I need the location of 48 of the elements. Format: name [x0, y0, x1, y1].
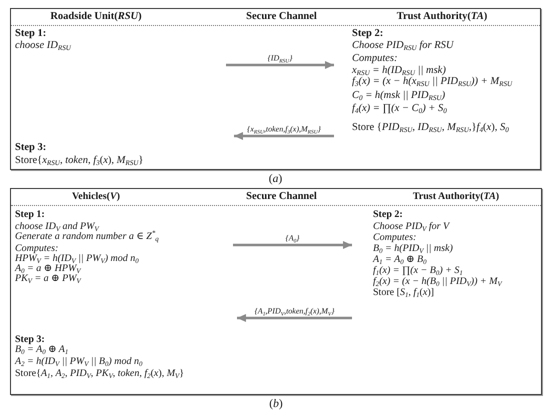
formula: A$_{2}$ = h(ID$_{V}$ || PW$_{V}$ || B$_{0}$) mod n$_{0}$ [15, 356, 142, 366]
formula: f$_{3}$(x) = (x − h(x$_{RSU}$ || PID$_{RSU}$)) + M$_{RSU}$ [352, 76, 512, 88]
formula: f$_{1}$(x) = ∏(x − B$_{0}$) + S$_{1}$ [373, 264, 463, 276]
step-text: Choose PID$_{V}$ for V [373, 220, 450, 232]
formula: C$_{0}$ = h(msk || PID$_{RSU}$) [352, 90, 446, 102]
store-statement: Store{A$_{1}$, A$_{2}$, PID$_{V}$, PK$_{V}$, token, f$_{2}$(x), M$_{V}$} [15, 368, 184, 378]
figure-caption: (a) [268, 173, 282, 185]
column-heading: Secure Channel [245, 11, 318, 23]
edge-label: {x$_{RSU}$,token,f$_{3}$(x),M$_{RSU}$} [246, 126, 322, 134]
edge-label: {A$_{0}$} [284, 234, 300, 243]
step-heading: Step 2: [352, 28, 384, 40]
column-heading: Roadside Unit(RSU) [49, 11, 143, 23]
edge-label: {ID$_{RSU}$} [266, 54, 294, 63]
step-heading: Step 3: [15, 142, 46, 154]
step-heading: Step 1: [15, 28, 46, 40]
column-heading: Trust Authority(TA) [412, 191, 500, 202]
column-heading: Trust Authority(TA) [396, 11, 488, 23]
step-text: Computes: [352, 53, 398, 65]
protocol-panel [10, 8, 541, 170]
formula: A$_{1}$ = A$_{0}$ ⊕ B$_{0}$ [373, 254, 427, 264]
step-text: Computes: [373, 232, 416, 242]
formula: A$_{0}$ = a ⊕ HPW$_{V}$ [15, 262, 80, 274]
arrow [233, 241, 352, 249]
store-statement: Store [S$_{1}$, f$_{1}$(x)] [373, 286, 434, 298]
edge-label: {A$_{1}$,PID$_{V}$,token,f$_{2}$(x),M$_{V}$} [254, 308, 336, 316]
arrow [237, 314, 352, 322]
step-text: Choose PID$_{RSU}$ for RSU [352, 40, 454, 52]
protocol-panel [10, 188, 542, 395]
formula: B$_{0}$ = A$_{0}$ ⊕ A$_{1}$ [15, 344, 68, 354]
column-heading: Secure Channel [245, 191, 318, 203]
step-text: choose ID$_{V}$ and PW$_{V}$ [15, 220, 99, 232]
step-text: Computes: [15, 242, 58, 254]
step-heading: Step 3: [15, 334, 45, 344]
arrow [226, 61, 334, 69]
formula: HPW$_{V}$ = h(ID$_{V}$ || PW$_{V}$) mod n$_{0}$ [15, 252, 139, 264]
formula: f$_{2}$(x) = (x − h(B$_{0}$ || PID$_{V}$)) + M$_{V}$ [373, 276, 502, 286]
store-statement: Store {PID$_{RSU}$, ID$_{RSU}$, M$_{RSU}$,}f$_{4}$(x), S$_{0}$ [352, 122, 509, 134]
step-heading: Step 2: [373, 208, 403, 220]
store-statement: Store{x$_{RSU}$, token, f$_{3}$(x), M$_{RSU}$} [15, 155, 144, 167]
step-text: choose ID$_{RSU}$ [15, 40, 71, 52]
formula: B$_{0}$ = h(PID$_{V}$ || msk) [373, 242, 453, 254]
formula: f$_{4}$(x) = ∏(x − C$_{0}$) + S$_{0}$ [352, 103, 447, 115]
arrow [234, 132, 334, 140]
column-heading: Vehicles(V) [71, 191, 121, 202]
figure-caption: (b) [269, 398, 283, 410]
formula: PK$_{V}$ = a ⊕ PW$_{V}$ [15, 272, 81, 284]
formula: x$_{RSU}$ = h(ID$_{RSU}$ || msk) [352, 65, 446, 77]
step-heading: Step 1: [15, 208, 45, 220]
